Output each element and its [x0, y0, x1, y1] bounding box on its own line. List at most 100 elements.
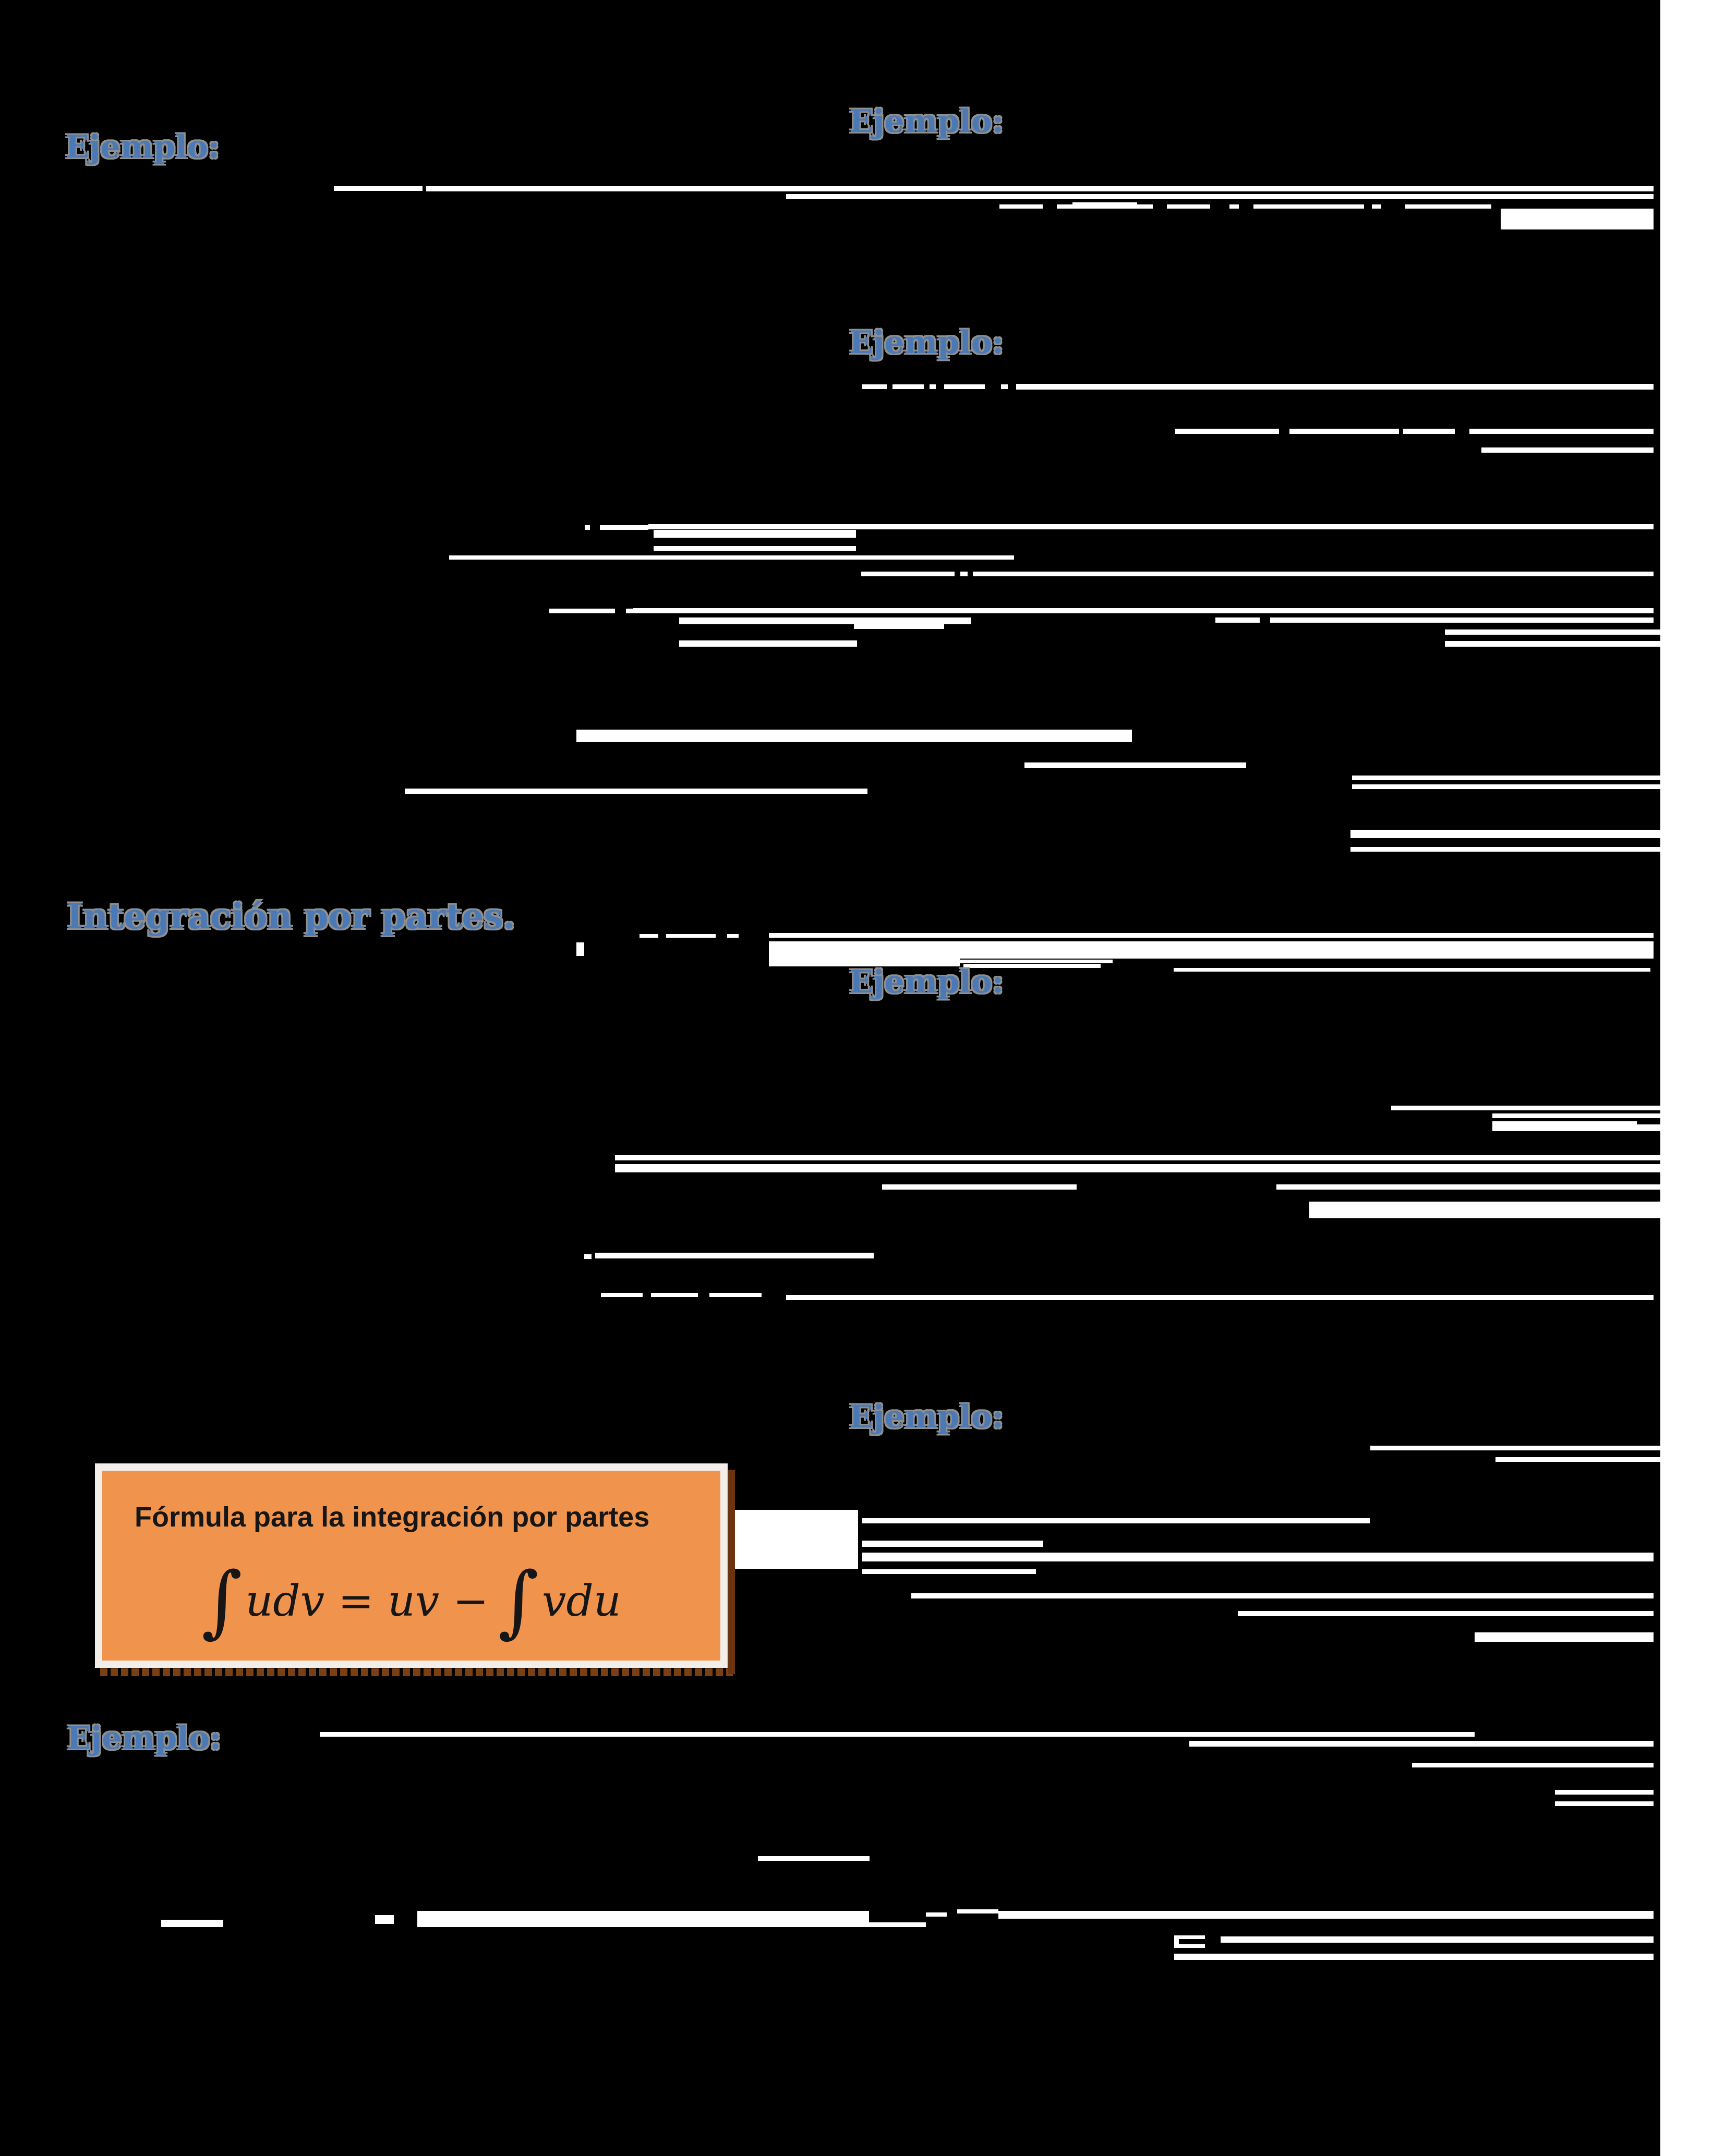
equation-fragment	[633, 608, 1654, 613]
equation-fragment	[999, 204, 1043, 209]
equation-fragment	[733, 1510, 858, 1569]
equation-fragment	[1350, 847, 1672, 852]
equation-fragment	[1445, 641, 1669, 647]
equation-fragment	[679, 617, 971, 624]
equation-fragment	[727, 934, 739, 938]
equation-fragment	[1253, 204, 1364, 209]
formula-mid: udv = uv −	[245, 1576, 489, 1626]
equation-fragment	[161, 1920, 223, 1927]
equation-fragment	[786, 1295, 1654, 1300]
integration-by-parts-formula: ∫udv = uv −∫vdu	[102, 1549, 720, 1653]
equation-fragment	[1174, 1935, 1179, 1948]
equation-fragment	[576, 942, 584, 956]
heading-integracion-por-partes: Integración por partes.	[67, 896, 515, 937]
formula-box: Fórmula para la integración por partes ∫…	[102, 1471, 720, 1661]
equation-fragment	[926, 1912, 947, 1917]
equation-fragment	[1309, 1202, 1669, 1218]
equation-fragment	[584, 1254, 592, 1259]
equation-fragment	[601, 1293, 643, 1297]
equation-fragment	[1405, 204, 1491, 209]
equation-fragment	[1001, 384, 1008, 389]
equation-fragment	[769, 941, 1654, 959]
equation-fragment	[944, 384, 985, 389]
equation-fragment	[998, 1911, 1654, 1919]
equation-fragment	[666, 934, 716, 938]
page-right-margin	[1660, 0, 1725, 2156]
equation-fragment	[862, 384, 887, 389]
equation-fragment	[862, 1569, 1036, 1574]
equation-fragment	[626, 609, 633, 613]
equation-fragment	[1492, 1113, 1669, 1118]
formula-box-shadow-bottom	[100, 1668, 733, 1676]
equation-fragment	[1350, 830, 1672, 838]
equation-fragment	[1492, 1121, 1637, 1124]
heading-ejemplo-1: Ejemplo:	[65, 129, 220, 165]
equation-fragment	[957, 1909, 998, 1913]
equation-fragment	[640, 934, 658, 938]
equation-fragment	[1175, 429, 1279, 434]
formula-box-shadow-right	[728, 1470, 735, 1674]
equation-fragment	[973, 572, 1654, 576]
equation-fragment	[963, 964, 1101, 968]
equation-fragment	[615, 1164, 1669, 1172]
equation-fragment	[892, 384, 924, 389]
equation-fragment	[1469, 429, 1654, 434]
integral-sign: ∫	[201, 1555, 243, 1646]
equation-fragment	[930, 384, 936, 389]
equation-fragment	[1370, 1446, 1670, 1450]
equation-fragment	[1495, 1457, 1669, 1462]
equation-fragment	[417, 1911, 869, 1927]
equation-fragment	[1016, 384, 1654, 390]
equation-fragment	[1072, 202, 1137, 205]
equation-fragment	[1492, 1124, 1669, 1131]
equation-fragment	[679, 640, 857, 647]
equation-fragment	[1174, 1954, 1654, 1960]
equation-fragment	[1229, 204, 1239, 209]
equation-fragment	[334, 186, 423, 191]
formula-end: vdu	[542, 1576, 621, 1626]
equation-fragment	[1057, 204, 1153, 209]
formula-box-frame: Fórmula para la integración por partes ∫…	[95, 1463, 728, 1668]
equation-fragment	[615, 1155, 1669, 1160]
equation-fragment	[1289, 429, 1399, 434]
equation-fragment	[595, 1253, 874, 1258]
heading-ejemplo-4: Ejemplo:	[849, 964, 1004, 1000]
equation-fragment	[1412, 1763, 1654, 1767]
equation-fragment	[869, 1922, 926, 1927]
equation-fragment	[1501, 209, 1654, 229]
equation-fragment	[426, 186, 1654, 191]
equation-fragment	[709, 1293, 762, 1297]
equation-fragment	[854, 624, 944, 629]
integral-sign: ∫	[498, 1555, 539, 1646]
equation-fragment	[654, 530, 856, 538]
equation-fragment	[911, 1593, 1654, 1598]
equation-fragment	[449, 555, 1014, 560]
heading-ejemplo-3: Ejemplo:	[849, 324, 1004, 361]
equation-fragment	[576, 730, 1132, 742]
equation-fragment	[960, 960, 1113, 963]
equation-fragment	[654, 546, 856, 551]
heading-ejemplo-2: Ejemplo:	[849, 103, 1004, 140]
equation-fragment	[648, 524, 1654, 529]
equation-fragment	[549, 609, 615, 613]
equation-fragment	[1352, 784, 1672, 789]
equation-fragment	[769, 959, 960, 966]
equation-fragment	[320, 1732, 1475, 1737]
heading-ejemplo-5: Ejemplo:	[849, 1399, 1004, 1435]
equation-fragment	[862, 1541, 1043, 1547]
equation-fragment	[1167, 204, 1210, 209]
equation-fragment	[1555, 1801, 1654, 1806]
equation-fragment	[1174, 1944, 1205, 1948]
equation-fragment	[1391, 1106, 1672, 1110]
equation-fragment	[862, 1518, 1370, 1523]
equation-fragment	[960, 572, 968, 576]
equation-fragment	[758, 1856, 870, 1861]
formula-box-title: Fórmula para la integración por partes	[135, 1501, 650, 1533]
equation-fragment	[1475, 1632, 1654, 1642]
equation-fragment	[1221, 1936, 1654, 1943]
equation-fragment	[1372, 204, 1381, 209]
equation-fragment	[600, 525, 648, 530]
equation-fragment	[786, 194, 1654, 199]
equation-fragment	[1403, 429, 1455, 434]
